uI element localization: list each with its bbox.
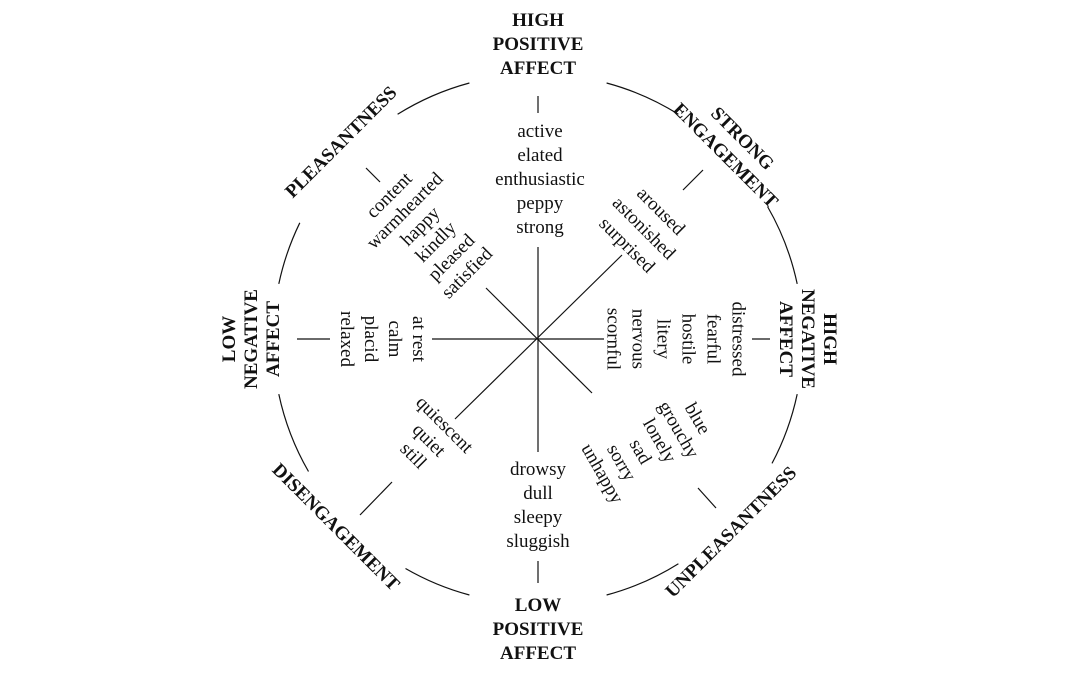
label-high-negative-affect-line-2: AFFECT	[775, 301, 796, 377]
label-high-positive-affect-line-2: AFFECT	[500, 58, 576, 79]
label-low-positive-affect: LOW POSITIVE AFFECT	[493, 595, 584, 664]
word-left-1: calm	[384, 321, 405, 358]
word-top-2: enthusiastic	[495, 169, 585, 190]
spoke-diagonal-ne-sw	[454, 254, 623, 420]
label-low-positive-affect-line-1: POSITIVE	[493, 619, 584, 640]
label-disengagement-line-0: DISENGAGEMENT	[268, 459, 404, 595]
outer-arc-3	[606, 563, 679, 596]
word-right-0: distressed	[728, 302, 749, 377]
outer-arc-2	[771, 393, 798, 464]
word-left-0: at rest	[408, 316, 429, 363]
label-high-negative-affect-line-1: NEGATIVE	[797, 289, 818, 389]
word-bottom-2: sleepy	[514, 507, 563, 528]
word-bottom-3: sluggish	[506, 531, 570, 552]
outer-arc-5	[278, 393, 310, 472]
label-unpleasantness-line-0: UNPLEASANTNESS	[662, 463, 802, 603]
label-unpleasantness: UNPLEASANTNESS	[662, 463, 802, 603]
label-low-positive-affect-line-0: LOW	[515, 595, 561, 616]
tick-bottom-left	[359, 481, 393, 516]
words-bottom: drowsy dull sleepy sluggish	[506, 459, 570, 552]
words-top-left: contentwarmheartedhappykindlypleasedsati…	[362, 168, 497, 303]
word-right-4: nervous	[628, 309, 649, 369]
label-low-negative-affect-line-1: NEGATIVE	[241, 289, 262, 389]
word-left-3: relaxed	[336, 311, 357, 367]
words-top: active elated enthusiastic peppy strong	[495, 121, 585, 238]
word-right-5: scornful	[603, 308, 624, 370]
outer-arc-7	[397, 82, 470, 115]
word-bottom-1: dull	[523, 483, 553, 504]
word-top-0: active	[517, 121, 562, 142]
word-top-1: elated	[517, 145, 563, 166]
label-high-negative-affect-line-0: HIGH	[819, 313, 840, 365]
words-right: distressedfearfulhostileliterynervoussco…	[603, 302, 749, 377]
outer-arc-4	[405, 567, 470, 596]
word-right-3: litery	[653, 319, 674, 360]
label-low-negative-affect-line-0: LOW	[219, 316, 240, 362]
label-low-negative-affect-line-2: AFFECT	[263, 301, 284, 377]
outer-arc-0	[606, 82, 679, 115]
label-pleasantness: PLEASANTNESS	[281, 82, 401, 202]
label-low-positive-affect-line-2: AFFECT	[500, 643, 576, 664]
word-bottom-0: drowsy	[510, 459, 566, 480]
word-left-2: placid	[360, 316, 381, 363]
spoke-diagonal-nw-se	[485, 287, 593, 394]
word-right-1: fearful	[703, 314, 724, 365]
word-top-4: strong	[516, 217, 564, 238]
connector-lines	[297, 96, 770, 583]
outer-arc-6	[278, 222, 301, 285]
tick-top-left	[365, 167, 381, 183]
word-top-3: peppy	[517, 193, 564, 214]
label-pleasantness-line-0: PLEASANTNESS	[281, 82, 401, 202]
word-right-2: hostile	[678, 314, 699, 365]
label-disengagement: DISENGAGEMENT	[268, 459, 404, 595]
label-high-positive-affect-line-0: HIGH	[512, 10, 564, 31]
outer-arc-1	[766, 206, 798, 285]
tick-top-right	[682, 169, 704, 191]
outer-circle-arcs	[278, 82, 798, 596]
tick-bottom-right	[697, 487, 717, 509]
label-high-positive-affect: HIGH POSITIVE AFFECT	[493, 10, 584, 79]
label-high-positive-affect-line-1: POSITIVE	[493, 34, 584, 55]
